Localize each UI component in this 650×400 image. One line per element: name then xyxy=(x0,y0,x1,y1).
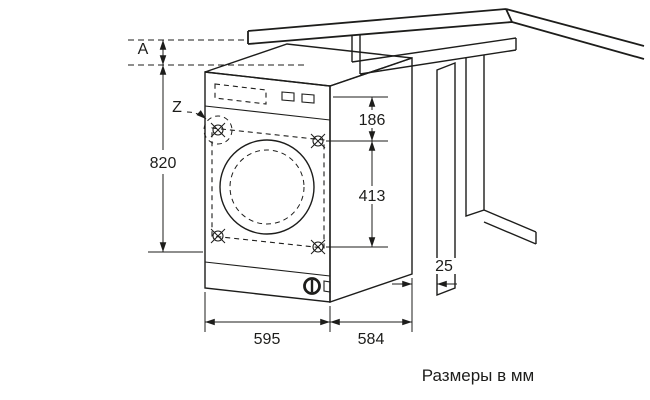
niche-side-panel xyxy=(436,61,456,297)
door-outer-ring xyxy=(219,139,315,235)
machine-top-face xyxy=(204,43,413,87)
machine-side-face xyxy=(329,57,413,303)
mounting-frame xyxy=(211,127,325,249)
panel-buttons xyxy=(281,91,315,104)
dim-label-584: 584 xyxy=(358,331,385,348)
dim-label-820: 820 xyxy=(150,155,177,172)
dim-label-186: 186 xyxy=(359,112,386,129)
service-latch xyxy=(323,280,331,293)
dimension-depth-584: 584 xyxy=(330,318,412,348)
z-detail-circle xyxy=(203,115,233,145)
dimension-25: 25 xyxy=(392,258,458,288)
far-cabinet-panel xyxy=(465,55,485,217)
dim-label-413: 413 xyxy=(359,188,386,205)
dimension-height-820: 820 xyxy=(150,65,177,252)
mounting-points xyxy=(203,115,326,255)
mounting-hole xyxy=(212,230,224,242)
drain-knob xyxy=(303,277,321,295)
plinth-line xyxy=(204,261,331,277)
dimension-413: 413 xyxy=(355,141,389,247)
cabinet-side-panels xyxy=(436,55,537,297)
worktop xyxy=(247,8,645,75)
dim-label-z: Z xyxy=(172,99,182,116)
mounting-hole xyxy=(312,135,324,147)
mounting-hole xyxy=(212,124,224,136)
dimension-width-595: 595 xyxy=(205,318,330,348)
door-inner-ring xyxy=(229,149,305,225)
dimension-z: Z xyxy=(172,99,207,120)
dimension-186: 186 xyxy=(355,97,389,141)
dim-label-25: 25 xyxy=(435,258,453,275)
dim-label-a: A xyxy=(138,41,149,58)
machine-door xyxy=(219,139,315,235)
dimension-a: A xyxy=(138,40,167,65)
control-panel-line xyxy=(204,105,331,121)
diagram-caption: Размеры в мм xyxy=(422,366,535,385)
dim-label-595: 595 xyxy=(254,331,281,348)
machine-body xyxy=(204,43,413,303)
cabinet-base xyxy=(483,209,537,245)
mounting-hole xyxy=(312,241,324,253)
reference-lines xyxy=(128,39,305,66)
detergent-drawer xyxy=(214,83,267,105)
machine-front-face xyxy=(204,71,331,303)
